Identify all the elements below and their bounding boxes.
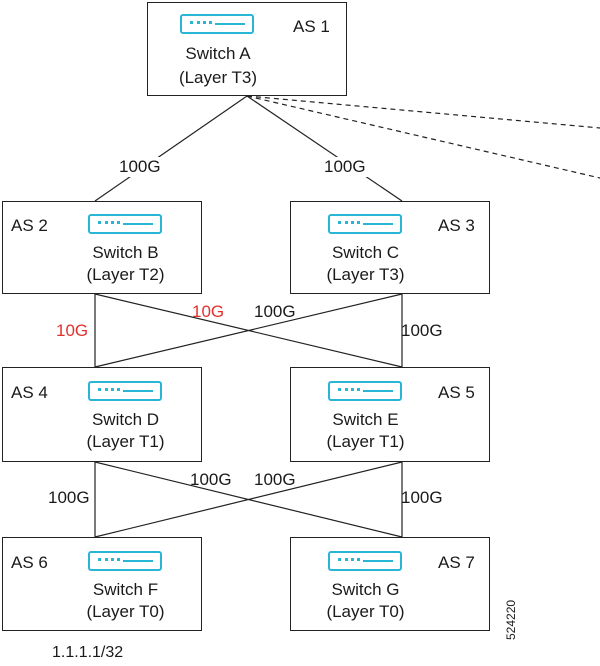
as-label: AS 2: [11, 216, 48, 235]
as-label: AS 1: [293, 17, 330, 36]
link-label-d-g: 100G: [190, 470, 232, 489]
link-c-d: [94, 293, 403, 368]
switch-c-node: AS 3 Switch C (Layer T3): [290, 201, 490, 294]
switch-e-node: AS 5 Switch E (Layer T1): [290, 367, 490, 462]
switch-icon: [88, 551, 162, 571]
as-label: AS 4: [11, 383, 48, 402]
switch-b-node: AS 2 Switch B (Layer T2): [2, 201, 202, 294]
link-a-b: [94, 95, 248, 202]
switch-name: Switch B: [92, 243, 159, 262]
link-label-e-f: 100G: [254, 470, 296, 489]
link-a-external-1: [246, 95, 600, 129]
switch-layer: (Layer T3): [178, 68, 258, 87]
link-label-a-c: 100G: [322, 157, 368, 177]
link-label-b-d: 10G: [56, 321, 89, 340]
switch-name: Switch A: [185, 44, 251, 63]
ip-address-label: 1.1.1.1/32: [52, 644, 124, 661]
link-label-c-d: 100G: [254, 302, 296, 321]
switch-name: Switch G: [331, 580, 400, 599]
link-label-d-f: 100G: [48, 488, 90, 507]
link-label-e-g: 100G: [401, 488, 443, 507]
switch-name: Switch C: [331, 243, 400, 262]
link-label-b-e: 10G: [192, 302, 225, 321]
link-a-external-2: [246, 95, 600, 179]
switch-icon: [328, 551, 402, 571]
switch-name: Switch E: [332, 410, 399, 429]
link-label-c-e: 100G: [401, 321, 443, 340]
switch-layer: (Layer T0): [86, 602, 165, 621]
switch-icon: [328, 381, 402, 401]
as-label: AS 3: [438, 216, 475, 235]
switch-layer: (Layer T3): [326, 265, 405, 284]
switch-g-node: AS 7 Switch G (Layer T0): [290, 537, 490, 631]
as-label: AS 7: [438, 553, 475, 572]
switch-icon: [180, 14, 254, 34]
as-label: AS 5: [438, 383, 475, 402]
switch-icon: [88, 214, 162, 234]
switch-icon: [88, 381, 162, 401]
link-label-a-b: 100G: [117, 157, 163, 177]
switch-name: Switch F: [92, 580, 159, 599]
switch-layer: (Layer T1): [86, 432, 165, 451]
as-label: AS 6: [11, 553, 48, 572]
switch-layer: (Layer T0): [326, 602, 405, 621]
switch-d-node: AS 4 Switch D (Layer T1): [2, 367, 202, 462]
switch-a-node: AS 1 Switch A (Layer T3): [147, 2, 347, 96]
switch-layer: (Layer T2): [86, 265, 165, 284]
switch-f-node: AS 6 Switch F (Layer T0): [2, 537, 202, 631]
figure-id: 524220: [504, 599, 518, 640]
switch-layer: (Layer T1): [326, 432, 405, 451]
switch-icon: [328, 214, 402, 234]
switch-name: Switch D: [91, 410, 160, 429]
link-a-c: [246, 95, 403, 202]
link-e-f: [94, 461, 403, 538]
